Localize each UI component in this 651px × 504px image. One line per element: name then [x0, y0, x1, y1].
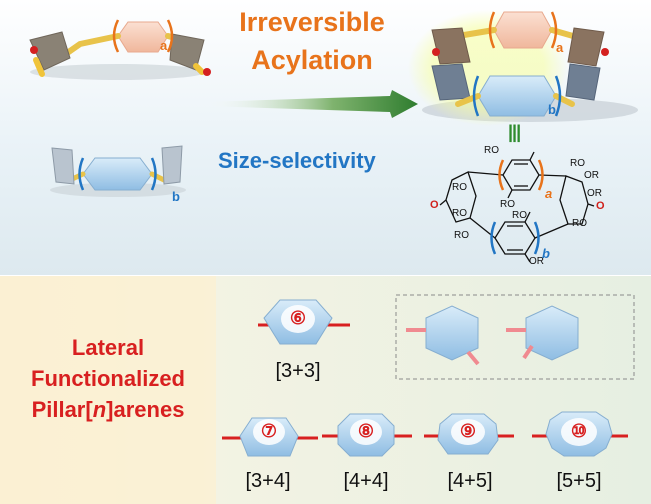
isomer-box [395, 294, 635, 380]
ring-7-shape [222, 417, 318, 457]
svg-text:RO: RO [452, 182, 467, 193]
svg-text:OR: OR [584, 170, 599, 181]
equivalence-sign: ||| [508, 122, 521, 142]
svg-text:O: O [596, 200, 605, 212]
svg-text:RO: RO [452, 208, 467, 219]
title-line-2: Acylation [251, 45, 373, 75]
svg-text:OR: OR [587, 188, 602, 199]
ring-9-number: ⑨ [459, 421, 477, 441]
structure-label-b: b [542, 246, 550, 261]
ring-6-shape [258, 299, 350, 345]
label-a-product: a [556, 40, 564, 55]
reaction-arrow [205, 90, 418, 118]
ring-7-number: ⑦ [260, 421, 278, 441]
ring-8-combo: [4+4] [343, 470, 389, 492]
side-title-line-3: Pillar[n]arenes [31, 397, 185, 422]
blue-fragment [50, 145, 186, 197]
svg-text:RO: RO [512, 210, 527, 221]
ring-9-shape [424, 413, 514, 455]
ring-6-combo: [3+3] [275, 360, 321, 382]
ring-10-number: ⑩ [570, 421, 588, 441]
size-selectivity-label: Size-selectivity [218, 148, 376, 173]
label-b-product: b [548, 102, 556, 117]
isomer-right [506, 305, 579, 361]
macrocycle-product [408, 10, 638, 126]
ring-9-combo: [4+5] [447, 470, 493, 492]
structure-label-a: a [545, 186, 553, 201]
svg-text:RO: RO [500, 199, 515, 210]
svg-text:RO: RO [570, 158, 585, 169]
svg-text:OR: OR [529, 256, 544, 267]
orange-fragment [29, 19, 211, 80]
label-b-fragment: b [172, 189, 180, 204]
chemical-structure [439, 151, 595, 263]
structure-arcs [490, 159, 544, 255]
ring-6-number: ⑥ [289, 308, 307, 328]
svg-text:O: O [430, 199, 439, 211]
label-a-fragment: a [160, 38, 168, 53]
structure-labels: RO RO RO OR OR RO RO RO RO OR RO O O [430, 145, 605, 267]
ring-10-combo: [5+5] [556, 470, 602, 492]
isomer-left [406, 305, 480, 366]
ring-8-shape [322, 413, 412, 457]
ring-8-number: ⑧ [357, 421, 375, 441]
svg-text:RO: RO [484, 145, 499, 156]
svg-text:RO: RO [454, 230, 469, 241]
title-line-1: Irreversible [239, 7, 385, 37]
ring-7-combo: [3+4] [245, 470, 291, 492]
side-title-line-1: Lateral [71, 335, 145, 360]
svg-text:RO: RO [572, 218, 587, 229]
side-title-line-2: Functionalized [31, 366, 185, 391]
ring-10-shape [532, 411, 628, 457]
side-panel [0, 276, 216, 504]
